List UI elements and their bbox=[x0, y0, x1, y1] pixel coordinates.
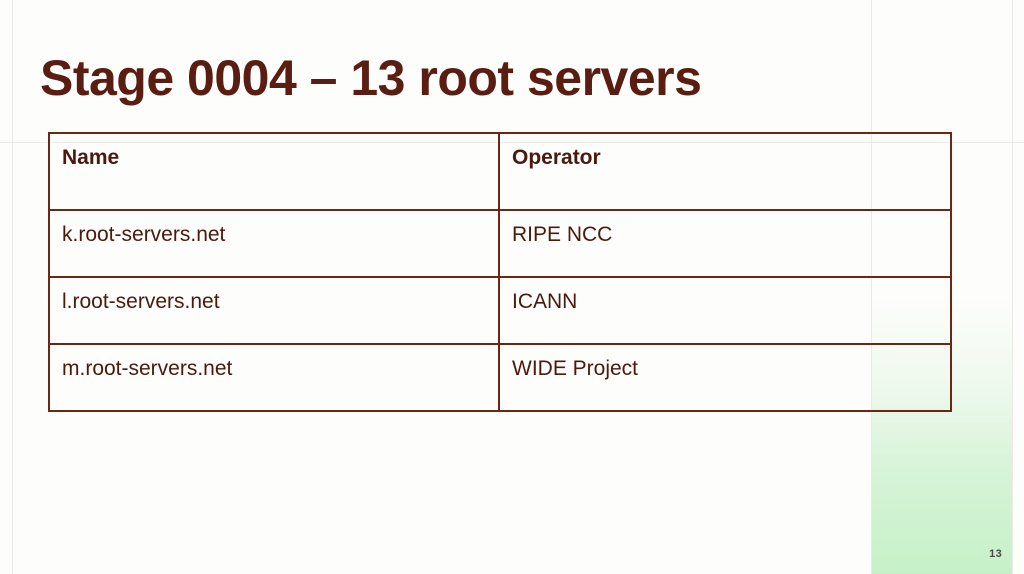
cell-server-operator: RIPE NCC bbox=[498, 209, 952, 278]
cell-server-name: l.root-servers.net bbox=[48, 276, 500, 345]
cell-server-operator: ICANN bbox=[498, 276, 952, 345]
cell-server-name: k.root-servers.net bbox=[48, 209, 500, 278]
slide-guide-line-left bbox=[12, 0, 13, 574]
slide-guide-line-right bbox=[1012, 0, 1013, 574]
page-title: Stage 0004 – 13 root servers bbox=[40, 50, 702, 106]
table-body: k.root-servers.net RIPE NCC l.root-serve… bbox=[48, 209, 952, 412]
column-header-operator: Operator bbox=[498, 132, 952, 211]
cell-server-name: m.root-servers.net bbox=[48, 343, 500, 412]
root-servers-table: Name Operator k.root-servers.net RIPE NC… bbox=[48, 132, 952, 412]
cell-server-operator: WIDE Project bbox=[498, 343, 952, 412]
table-row: l.root-servers.net ICANN bbox=[48, 276, 952, 345]
page-number: 13 bbox=[989, 548, 1002, 560]
table-header-row: Name Operator bbox=[48, 132, 952, 211]
column-header-name: Name bbox=[48, 132, 500, 211]
table-row: k.root-servers.net RIPE NCC bbox=[48, 209, 952, 278]
table-row: m.root-servers.net WIDE Project bbox=[48, 343, 952, 412]
table-header: Name Operator bbox=[48, 132, 952, 211]
